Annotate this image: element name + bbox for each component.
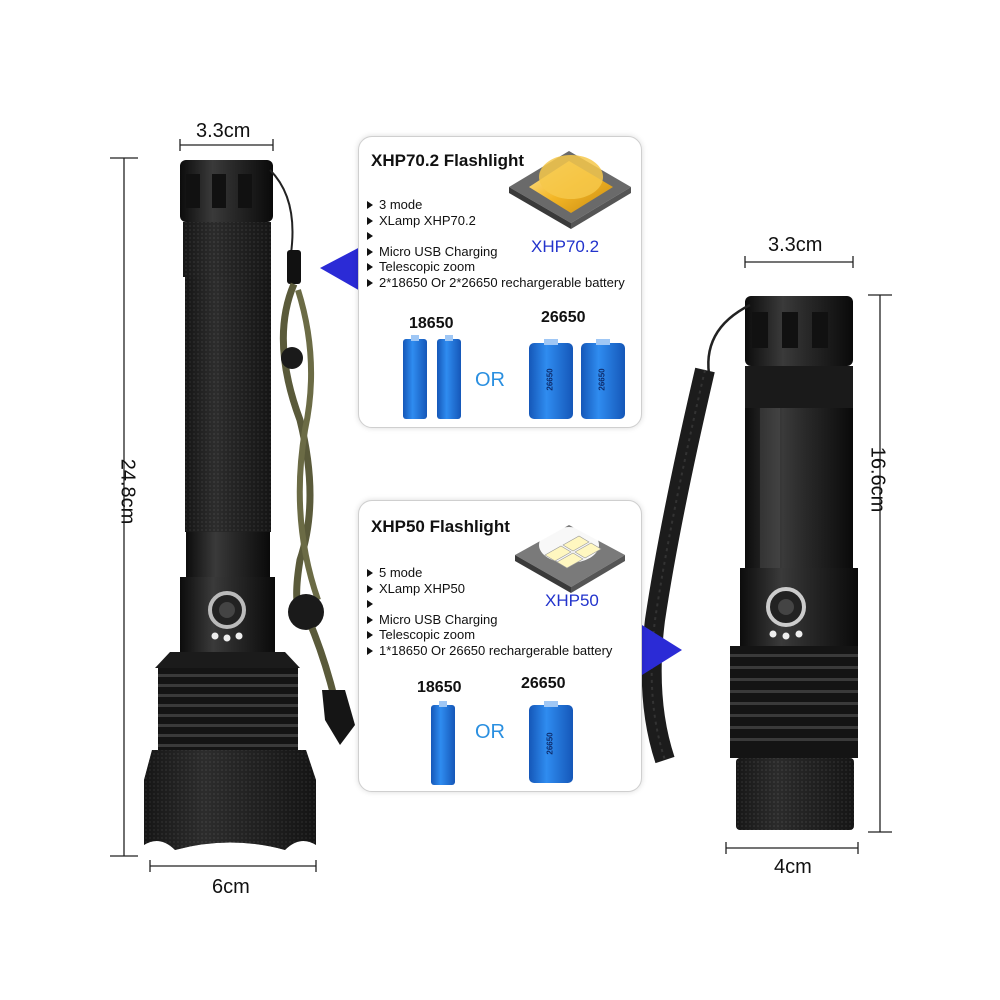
xhp70-card-title: XHP70.2 Flashlight xyxy=(371,151,525,170)
list-item xyxy=(367,228,625,244)
xhp70-spec-card: XHP70.2 Flashlight 3 mode XLamp XHP70.2 … xyxy=(358,136,642,428)
list-item: 3 mode xyxy=(367,197,625,213)
list-item: XLamp XHP50 xyxy=(367,581,612,597)
list-item: 2*18650 Or 2*26650 rechargerable battery xyxy=(367,275,625,291)
battery-print: 26650 xyxy=(597,368,607,391)
list-item: 5 mode xyxy=(367,565,612,581)
xhp50-chip-label: XHP50 xyxy=(545,591,599,610)
xhp70-26650-batteries xyxy=(529,339,625,419)
xhp50-or-text: OR xyxy=(475,721,505,743)
xhp50-18650-battery xyxy=(431,701,455,785)
xhp70-battery-a-label: 18650 xyxy=(409,315,454,332)
list-item: Telescopic zoom xyxy=(367,627,612,643)
xhp50-spec-card: XHP50 Flashlight 5 mode XLamp XHP50 Micr… xyxy=(358,500,642,792)
right-flashlight xyxy=(730,296,858,830)
xhp70-18650-batteries xyxy=(403,335,461,419)
right-strap xyxy=(641,303,751,764)
xhp50-feature-list: 5 mode XLamp XHP50 Micro USB Charging Te… xyxy=(367,565,612,658)
xhp50-battery-b-label: 26650 xyxy=(521,675,566,692)
left-bottom-width-label: 6cm xyxy=(212,876,250,898)
battery-print: 26650 xyxy=(545,368,555,391)
right-bottom-width-label: 4cm xyxy=(774,856,812,878)
xhp50-card-title: XHP50 Flashlight xyxy=(371,517,510,536)
right-top-width-label: 3.3cm xyxy=(768,234,823,256)
dimension-lines xyxy=(110,139,892,872)
left-flashlight xyxy=(144,160,316,850)
xhp70-led-chip-image xyxy=(509,151,631,229)
xhp70-battery-b-label: 26650 xyxy=(541,309,586,326)
left-top-width-label: 3.3cm xyxy=(196,120,251,142)
right-height-label: 16.6cm xyxy=(866,446,889,513)
list-item: Micro USB Charging xyxy=(367,244,625,260)
battery-print: 26650 xyxy=(545,732,555,755)
xhp70-or-text: OR xyxy=(475,369,505,391)
list-item xyxy=(367,596,612,612)
list-item: XLamp XHP70.2 xyxy=(367,213,625,229)
list-item: Telescopic zoom xyxy=(367,259,625,275)
pointer-triangle-left xyxy=(320,246,362,292)
left-lanyard xyxy=(269,169,355,745)
pointer-triangle-right xyxy=(642,625,682,675)
list-item: Micro USB Charging xyxy=(367,612,612,628)
left-height-label: 24.8cm xyxy=(116,458,139,525)
xhp50-battery-a-label: 18650 xyxy=(417,679,462,696)
xhp70-chip-label: XHP70.2 xyxy=(531,237,600,256)
list-item: 1*18650 Or 26650 rechargerable battery xyxy=(367,643,612,659)
xhp50-26650-battery xyxy=(529,701,573,783)
xhp70-feature-list: 3 mode XLamp XHP70.2 Micro USB Charging … xyxy=(367,197,625,290)
xhp50-led-chip-image xyxy=(515,525,625,593)
